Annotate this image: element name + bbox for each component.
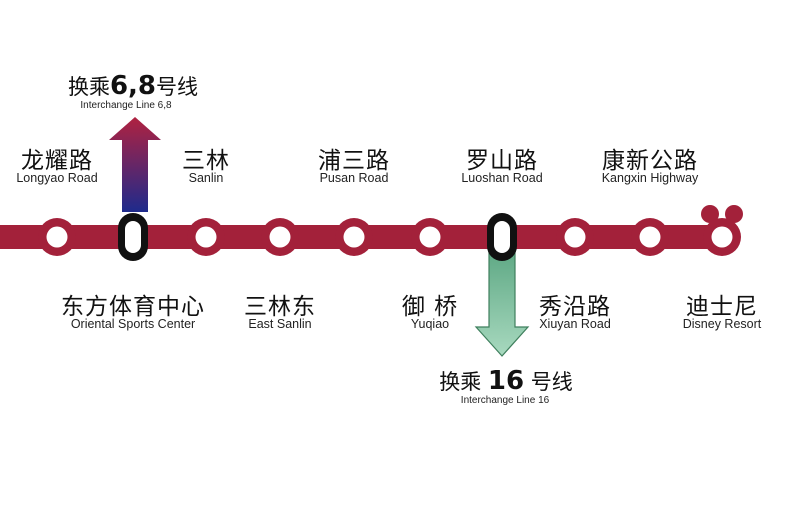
- station-dot: [639, 226, 661, 248]
- station-name-zh: 浦三路: [318, 148, 390, 174]
- station-6[interactable]: [487, 213, 517, 261]
- transfer-down-suffix: 号线: [524, 370, 573, 394]
- station-name-en: Pusan Road: [319, 171, 389, 185]
- station-name-zh: 康新公路: [602, 148, 698, 174]
- mouse-ear-left-icon: [701, 205, 719, 223]
- station-name-zh: 东方体育中心: [61, 294, 205, 320]
- station-name-zh: 秀沿路: [539, 294, 611, 320]
- station-name-zh: 三林: [182, 148, 230, 174]
- transfer-down-title: 换乘 16 号线: [439, 366, 573, 396]
- station-1[interactable]: [118, 213, 148, 261]
- station-dot: [269, 226, 291, 248]
- station-9[interactable]: [701, 205, 743, 256]
- station-name-en: Xiuyan Road: [539, 317, 611, 331]
- transfer-up-title: 换乘6,8号线: [68, 71, 198, 101]
- transfer-up-suffix: 号线: [156, 75, 199, 99]
- station-5[interactable]: [411, 218, 449, 256]
- transfer-down-lines: 16: [487, 366, 525, 396]
- station-dot: [711, 226, 733, 248]
- transfer-down-prefix: 换乘: [439, 370, 488, 394]
- station-7[interactable]: [556, 218, 594, 256]
- mouse-ear-right-icon: [725, 205, 743, 223]
- interchange-station-inner: [125, 221, 141, 253]
- station-name-zh: 龙耀路: [21, 148, 93, 174]
- station-name-zh: 迪士尼: [686, 294, 758, 320]
- transfer-down-subtitle: Interchange Line 16: [460, 395, 550, 406]
- station-dot: [343, 226, 365, 248]
- station-2[interactable]: [187, 218, 225, 256]
- station-name-en: Disney Resort: [682, 317, 762, 331]
- station-name-en: Oriental Sports Center: [70, 317, 196, 331]
- station-4[interactable]: [335, 218, 373, 256]
- station-name-zh: 御 桥: [401, 294, 459, 320]
- station-name-en: Sanlin: [188, 171, 224, 185]
- station-name-en: Kangxin Highway: [601, 171, 699, 185]
- station-dot: [419, 226, 441, 248]
- station-dot: [564, 226, 586, 248]
- interchange-station-inner: [494, 221, 510, 253]
- station-dot: [46, 226, 68, 248]
- transfer-arrow-up-icon: [109, 117, 161, 212]
- transfer-arrow-down-icon: [474, 249, 530, 357]
- transfer-up-prefix: 换乘: [67, 75, 110, 99]
- station-3[interactable]: [261, 218, 299, 256]
- station-name-en: Yuqiao: [410, 317, 450, 331]
- station-name-en: East Sanlin: [248, 317, 312, 331]
- station-name-en: Longyao Road: [16, 171, 98, 185]
- transfer-up-subtitle: Interchange Line 6,8: [80, 100, 172, 111]
- station-name-zh: 罗山路: [466, 148, 538, 174]
- station-name-zh: 三林东: [244, 294, 316, 320]
- transfer-up-lines: 6,8: [109, 71, 157, 101]
- station-dot: [195, 226, 217, 248]
- station-0[interactable]: [38, 218, 76, 256]
- station-name-en: Luoshan Road: [461, 171, 543, 185]
- station-8[interactable]: [631, 218, 669, 256]
